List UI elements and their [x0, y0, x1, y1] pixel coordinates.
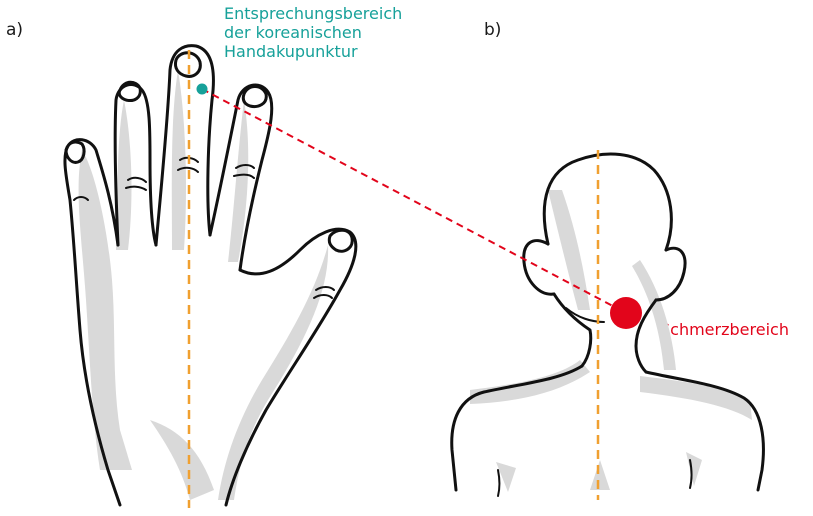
head-shading: [470, 190, 752, 492]
pain-marker: [610, 297, 642, 329]
head-outline: [452, 154, 764, 496]
hand-drawing: [65, 46, 356, 508]
head-shoulders-drawing: [452, 150, 764, 500]
acupoint-marker: [197, 84, 208, 95]
